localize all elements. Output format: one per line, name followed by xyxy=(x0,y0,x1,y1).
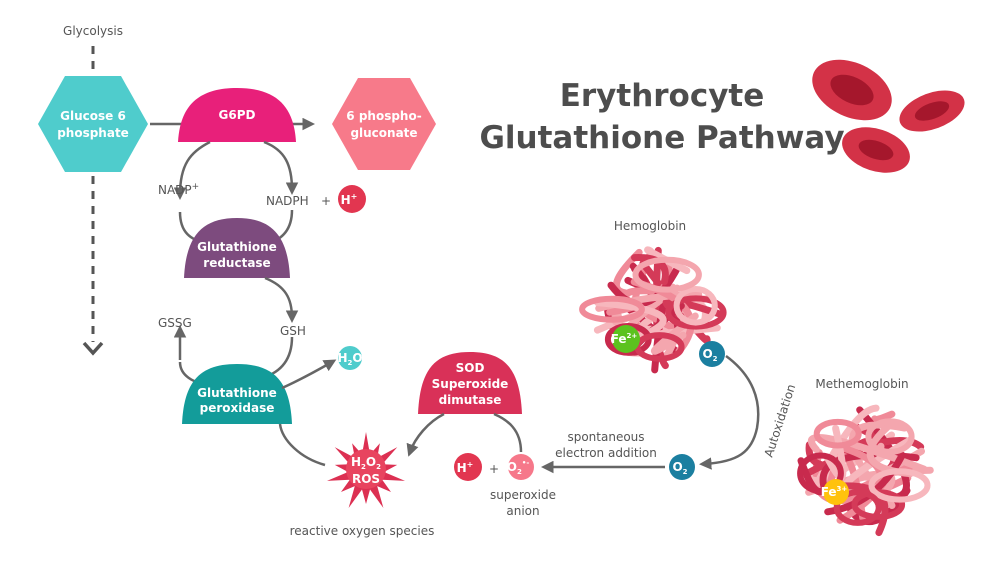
glutathione-peroxidase-label-line2: peroxidase xyxy=(200,401,275,415)
oxygen-molecule-hemoglobin: O2 xyxy=(699,341,725,367)
fe2-ion: Fe2+ xyxy=(611,325,640,353)
sod-to-ros-arrow xyxy=(406,412,445,457)
sod-label-line3: dimutase xyxy=(439,393,502,407)
protein-loop xyxy=(813,418,862,449)
svg-text:H2O: H2O xyxy=(337,351,362,367)
protein-loop xyxy=(868,468,931,503)
svg-text:O2•-: O2•- xyxy=(507,459,530,476)
protein-strand xyxy=(607,260,683,308)
methemoglobin-illustration xyxy=(797,404,934,537)
methemoglobin-label: Methemoglobin xyxy=(815,377,908,391)
reactive-oxygen-species-label: reactive oxygen species xyxy=(290,524,435,538)
svg-text:H2O2: H2O2 xyxy=(351,455,381,471)
nadph-label: NADPH xyxy=(266,194,309,208)
title-line-1: Erythrocyte xyxy=(560,78,765,114)
protein-strand xyxy=(644,246,691,275)
glutathione-peroxidase-enzyme: Glutathione peroxidase xyxy=(182,364,292,424)
svg-text:ROS: ROS xyxy=(352,472,380,486)
glycolysis-arrowhead-icon xyxy=(82,341,104,356)
superoxide-anion-molecule: O2•- xyxy=(507,454,534,480)
sod-label-line1: SOD xyxy=(456,361,485,375)
svg-text:Fe2+: Fe2+ xyxy=(611,332,638,346)
6-phosphogluconate-label-line1: 6 phospho- xyxy=(346,109,421,123)
nadph-arrow xyxy=(263,140,299,195)
glucose-6-phosphate-node: Glucose 6 phosphate xyxy=(38,76,148,172)
glutathione-reductase-label-line2: reductase xyxy=(203,256,270,270)
red-blood-cells-illustration xyxy=(812,59,965,173)
protein-loop xyxy=(865,418,915,455)
anion-to-sod-line xyxy=(493,412,523,453)
protein-loop xyxy=(833,489,882,526)
nadp-label: NADP+ xyxy=(158,182,199,197)
sod-enzyme: SOD Superoxide dimutase xyxy=(418,352,522,414)
ros-to-peroxidase-line xyxy=(278,423,326,467)
protein-loop xyxy=(632,256,702,293)
glutathione-reductase-enzyme: Glutathione reductase xyxy=(184,218,290,278)
glutathione-reductase-label-line1: Glutathione xyxy=(197,240,277,254)
glucose-6-phosphate-label-line1: Glucose 6 xyxy=(60,109,126,123)
superoxide-anion-label-line1: superoxide xyxy=(490,488,556,502)
protein-loop xyxy=(797,452,844,495)
spontaneous-label-line1: spontaneous xyxy=(567,430,644,444)
gsh-arrow xyxy=(264,276,299,323)
6-phosphogluconate-node: 6 phospho- gluconate xyxy=(332,78,436,170)
superoxide-anion-label-line2: anion xyxy=(506,504,539,518)
glycolysis-label: Glycolysis xyxy=(63,24,123,38)
fe3-ion: Fe3+ xyxy=(821,479,849,505)
protein-loop xyxy=(665,295,727,330)
oxygen-molecule-bottom: O2 xyxy=(669,454,695,480)
svg-text:O2: O2 xyxy=(702,347,717,363)
svg-text:H+: H+ xyxy=(341,192,358,207)
peroxidase-to-water-arrow xyxy=(281,359,337,390)
ros-burst: H2O2 ROS xyxy=(327,432,405,508)
h-plus-ion-top: H+ xyxy=(338,185,366,213)
protein-loop xyxy=(673,286,718,326)
water-molecule: H2O xyxy=(337,346,363,370)
g6pd-label: G6PD xyxy=(219,108,256,122)
anion-plus: + xyxy=(489,462,499,476)
spontaneous-label-line2: electron addition xyxy=(555,446,657,460)
title-line-2: Glutathione Pathway xyxy=(479,120,844,156)
gssg-label: GSSG xyxy=(158,316,192,330)
glutathione-peroxidase-label-line1: Glutathione xyxy=(197,386,277,400)
svg-text:O2: O2 xyxy=(672,460,687,476)
nadph-plus: + xyxy=(321,194,331,208)
gsh-label: GSH xyxy=(280,324,306,338)
autoxidation-arrow xyxy=(699,354,760,470)
protein-loop xyxy=(579,295,645,323)
protein-strand xyxy=(871,410,896,424)
svg-text:Fe3+: Fe3+ xyxy=(821,485,848,499)
svg-text:H+: H+ xyxy=(457,460,474,475)
nadp-arrow xyxy=(173,140,211,200)
autoxidation-label: Autoxidation xyxy=(762,382,799,459)
sod-label-line2: Superoxide xyxy=(432,377,509,391)
glucose-6-phosphate-label-line2: phosphate xyxy=(57,126,129,140)
protein-strand xyxy=(808,433,928,473)
6-phosphogluconate-label-line2: gluconate xyxy=(350,126,417,140)
hemoglobin-label: Hemoglobin xyxy=(614,219,686,233)
h-plus-ion-bottom: H+ xyxy=(454,453,482,481)
g6pd-enzyme: G6PD xyxy=(178,88,296,142)
